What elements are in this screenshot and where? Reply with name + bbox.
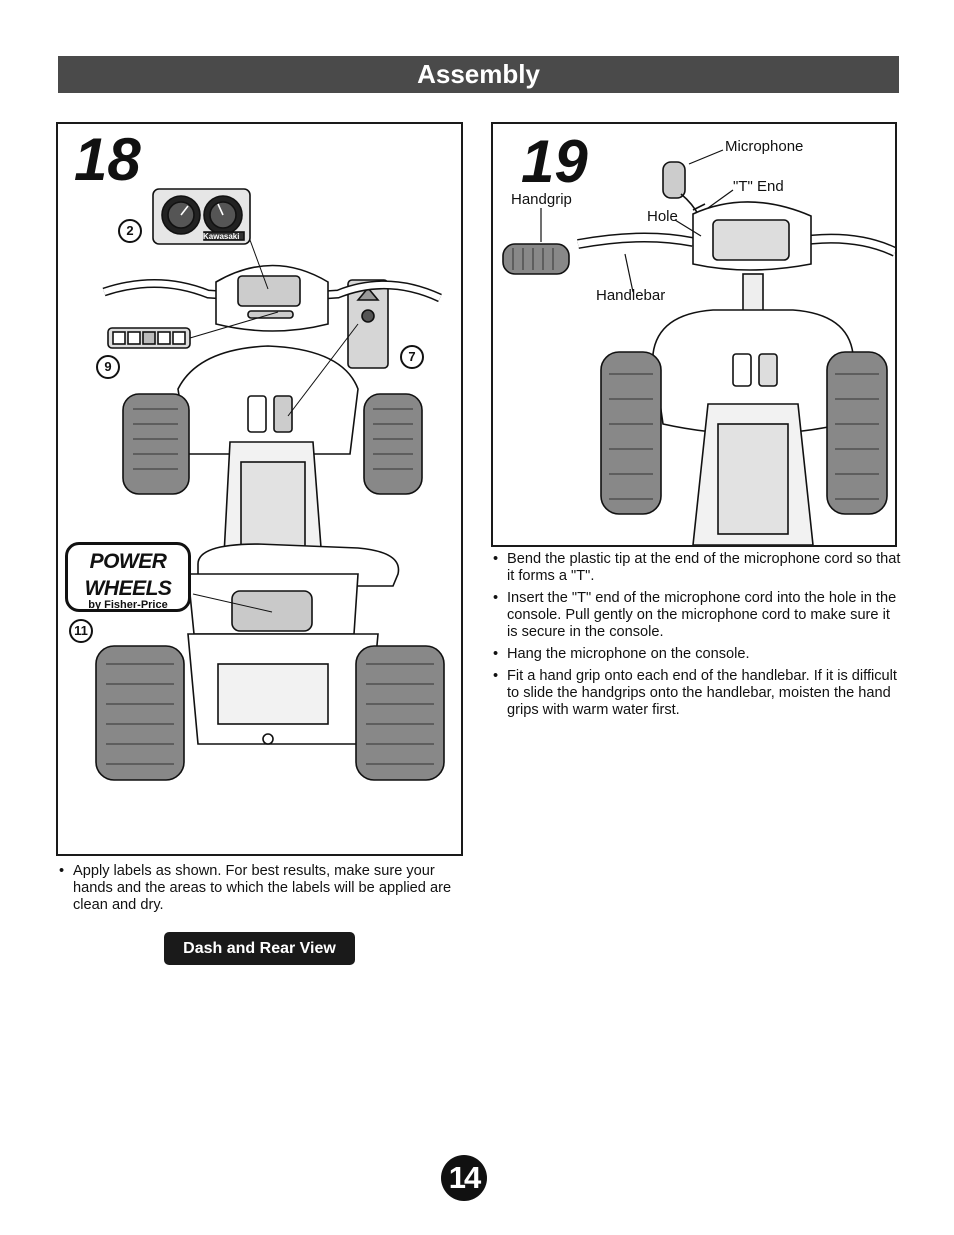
power-wheels-logo: POWER WHEELS by Fisher-Price [65, 542, 191, 612]
callout-microphone: Microphone [725, 138, 804, 155]
step-19-panel: 19 [491, 122, 897, 547]
callout-handgrip: Handgrip [511, 191, 572, 208]
callout-hole: Hole [647, 208, 678, 225]
step-18-instructions: Apply labels as shown. For best results,… [57, 863, 457, 919]
label-number-11: 11 [69, 619, 93, 643]
logo-line-1: POWER [89, 550, 167, 573]
step-18-panel: 18 [56, 122, 463, 965]
step-19-instructions: Bend the plastic tip at the end of the m… [491, 551, 901, 724]
logo-line-3: by Fisher-Price [88, 599, 168, 611]
logo-line-2: WHEELS [84, 577, 172, 600]
instruction-item: Apply labels as shown. For best results,… [57, 863, 457, 914]
view-caption-badge: Dash and Rear View [164, 932, 355, 965]
instruction-item: Insert the "T" end of the microphone cor… [491, 590, 901, 641]
page-number: 14 [441, 1155, 487, 1201]
section-title: Assembly [417, 59, 540, 89]
atv-dash-rear-illustration [95, 188, 445, 781]
dash-brand-text: Kawasaki [203, 232, 240, 241]
section-header: Assembly [58, 56, 899, 93]
label-number-9: 9 [96, 355, 120, 379]
instruction-item: Hang the microphone on the console. [491, 646, 901, 663]
label-number-2: 2 [118, 219, 142, 243]
step-number: 19 [521, 128, 588, 195]
atv-handlebar-illustration [502, 149, 895, 545]
callout-handlebar: Handlebar [596, 287, 666, 304]
callout-t-end: "T" End [733, 178, 784, 195]
label-number-7: 7 [400, 345, 424, 369]
instruction-item: Bend the plastic tip at the end of the m… [491, 551, 901, 585]
instruction-item: Fit a hand grip onto each end of the han… [491, 668, 901, 719]
step-number: 18 [74, 126, 141, 193]
